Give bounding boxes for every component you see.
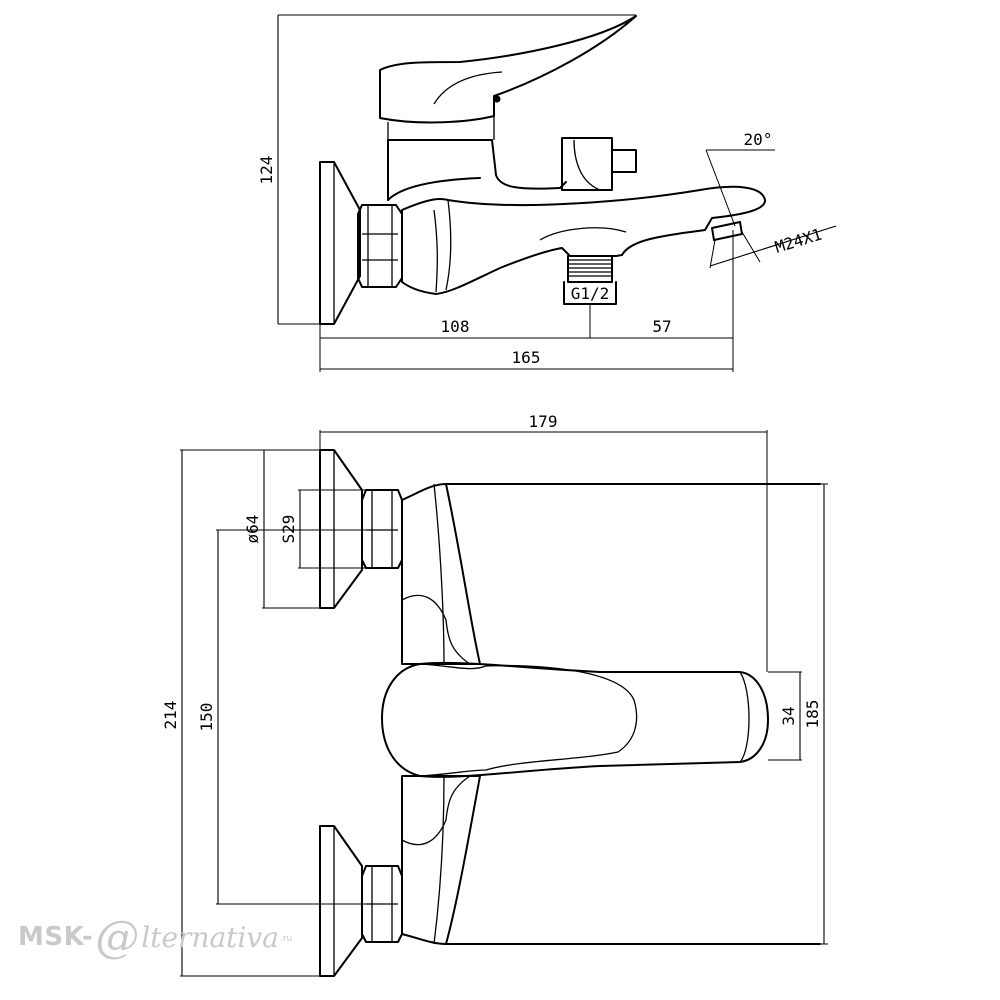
dim-depth-total: 179 [529, 412, 558, 431]
dim-nut-size: S29 [279, 515, 298, 544]
top-nut-upper [361, 489, 403, 569]
top-body-lower [401, 775, 481, 945]
dim-length-inlet: 108 [441, 317, 470, 336]
side-view [277, 14, 837, 372]
top-view [180, 430, 828, 977]
dim-thread-outlet: M24X1 [773, 225, 825, 257]
side-flange [319, 161, 361, 325]
side-lever [379, 15, 637, 124]
side-diverter [561, 137, 613, 191]
dim-aerator-angle: 20° [744, 130, 773, 149]
watermark-left: MSK- [18, 922, 94, 952]
side-hex-nut [357, 204, 403, 288]
dim-width-total: 214 [161, 701, 180, 730]
dim-thread-inlet: G1/2 [571, 284, 610, 303]
top-flange-lower [319, 825, 363, 977]
dim-handle-width: 34 [779, 706, 798, 725]
top-lever [381, 661, 769, 778]
watermark-right: lternativa [141, 920, 279, 954]
watermark-at: @ [95, 911, 140, 963]
side-aerator [711, 221, 743, 241]
side-inlet-thread [567, 255, 613, 283]
top-body-upper [401, 483, 481, 665]
watermark-logo: MSK- @ lternativa .ru [18, 911, 293, 963]
dim-spout-length: 185 [803, 700, 822, 729]
top-flange-upper [319, 449, 363, 609]
dim-length-spout: 57 [652, 317, 671, 336]
dim-center-distance: 150 [197, 703, 216, 732]
dim-length-total: 165 [512, 348, 541, 367]
dim-flange-diameter: ø64 [243, 515, 262, 544]
side-body [401, 185, 766, 295]
dim-height-total: 124 [257, 156, 276, 185]
top-nut-lower [361, 865, 403, 943]
watermark-tld: .ru [279, 934, 293, 944]
